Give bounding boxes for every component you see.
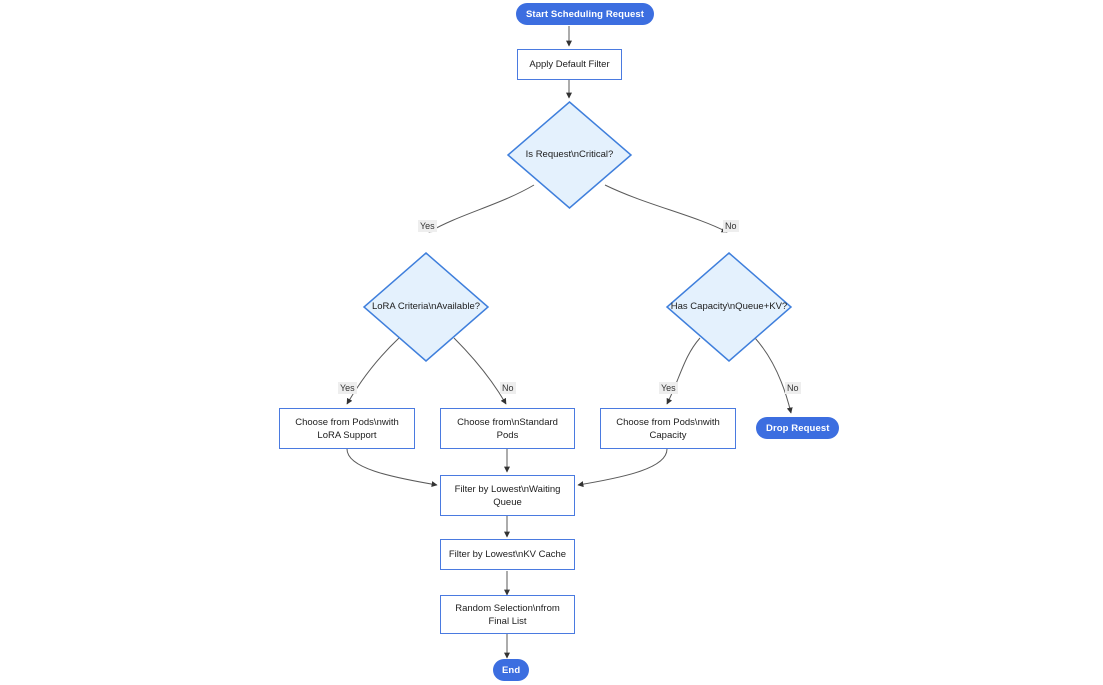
edge-label-capacity-yes: Yes bbox=[659, 382, 678, 394]
node-choose-capacity-pods-line2: Capacity bbox=[649, 429, 687, 441]
node-end[interactable]: End bbox=[493, 659, 530, 681]
node-is-request-critical[interactable]: Is Request\nCritical? bbox=[506, 100, 633, 210]
node-filter-waiting-queue[interactable]: Filter by Lowest\nWaiting Queue bbox=[440, 475, 575, 516]
node-has-capacity-label: Has Capacity\nQueue+KV? bbox=[670, 301, 788, 312]
node-choose-lora-pods[interactable]: Choose from Pods\nwith LoRA Support bbox=[279, 408, 415, 449]
node-random-selection[interactable]: Random Selection\nfrom Final List bbox=[440, 595, 575, 634]
node-end-label: End bbox=[502, 664, 521, 676]
node-filter-kv-cache[interactable]: Filter by Lowest\nKV Cache bbox=[440, 539, 575, 570]
edge-label-critical-yes: Yes bbox=[418, 220, 437, 232]
node-filter-kv-cache-label: Filter by Lowest\nKV Cache bbox=[448, 549, 567, 560]
node-has-capacity[interactable]: Has Capacity\nQueue+KV? bbox=[665, 251, 793, 363]
node-choose-lora-pods-line2: LoRA Support bbox=[317, 429, 377, 441]
edge-label-lora-yes: Yes bbox=[338, 382, 357, 394]
node-choose-standard-pods-line2: Pods bbox=[496, 429, 519, 441]
node-drop-request[interactable]: Drop Request bbox=[756, 417, 840, 439]
edge-choose-lora-pods-to-filter-queue bbox=[346, 448, 438, 488]
node-filter-waiting-queue-line1: Filter by Lowest\nWaiting bbox=[454, 483, 561, 495]
node-choose-capacity-pods-line1: Choose from Pods\nwith bbox=[616, 416, 720, 428]
node-lora-criteria-available-label: LoRA Criteria\nAvailable? bbox=[371, 301, 481, 312]
node-random-selection-line1: Random Selection\nfrom bbox=[455, 602, 560, 614]
edge-label-lora-no: No bbox=[500, 382, 516, 394]
node-filter-waiting-queue-line2: Queue bbox=[493, 496, 522, 508]
node-choose-lora-pods-line1: Choose from Pods\nwith bbox=[295, 416, 399, 428]
node-choose-standard-pods-line1: Choose from\nStandard bbox=[457, 416, 558, 428]
node-is-request-critical-label: Is Request\nCritical? bbox=[525, 149, 614, 160]
node-random-selection-line2: Final List bbox=[488, 615, 527, 627]
node-choose-capacity-pods[interactable]: Choose from Pods\nwith Capacity bbox=[600, 408, 736, 449]
diamond-shape-icon bbox=[362, 252, 490, 362]
node-drop-request-label: Drop Request bbox=[766, 422, 830, 434]
node-choose-standard-pods[interactable]: Choose from\nStandard Pods bbox=[440, 408, 575, 449]
node-start-label: Start Scheduling Request bbox=[526, 8, 645, 20]
diamond-shape-icon bbox=[665, 252, 793, 362]
node-start[interactable]: Start Scheduling Request bbox=[516, 3, 655, 25]
edge-label-capacity-no: No bbox=[785, 382, 801, 394]
diamond-shape-icon bbox=[506, 101, 633, 209]
edge-choose-capacity-pods-to-filter-queue bbox=[577, 448, 668, 488]
node-lora-criteria-available[interactable]: LoRA Criteria\nAvailable? bbox=[362, 251, 490, 363]
edge-label-critical-no: No bbox=[723, 220, 739, 232]
node-apply-default-filter[interactable]: Apply Default Filter bbox=[517, 49, 622, 80]
node-apply-default-filter-label: Apply Default Filter bbox=[529, 59, 610, 70]
